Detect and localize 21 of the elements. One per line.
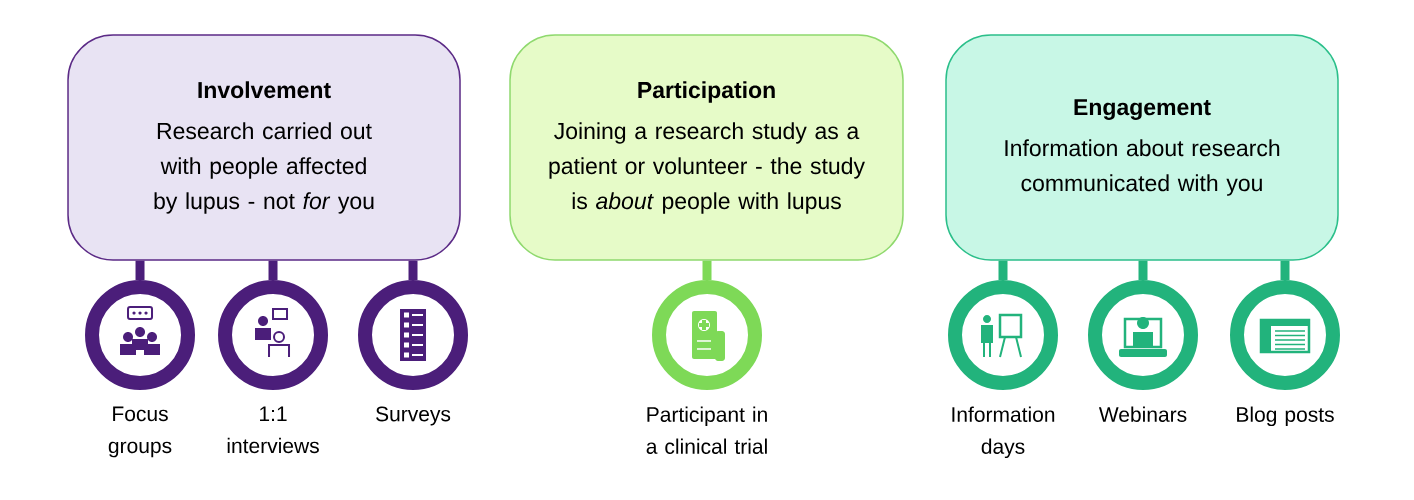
- rounded-box: Engagement Information about research communicated with you: [945, 34, 1339, 261]
- connector-line: [135, 260, 145, 280]
- connector-line: [998, 260, 1008, 280]
- icon-circle: [1088, 280, 1198, 390]
- icon-caption: Webinars: [1098, 406, 1187, 422]
- icon-caption: Blog posts: [1237, 406, 1334, 427]
- icon-circle: [218, 280, 328, 390]
- connector-line: [268, 260, 278, 280]
- connector-line: [408, 260, 418, 280]
- icon-caption: Information days: [952, 406, 1055, 459]
- icon-caption: 1:1 interviews: [227, 406, 319, 454]
- rounded-box: Involvement Research carried out with people affected by lupus - not for you: [67, 34, 461, 261]
- rounded-box: Participation Joining a research study as a patient or volunteer - the study is about people with lupus: [509, 34, 904, 261]
- icon-caption: Participant in a clinical trial: [646, 406, 767, 454]
- connector-line: [1138, 260, 1148, 280]
- connector-line: [702, 260, 712, 280]
- icon-circle: [1230, 280, 1340, 390]
- icon-caption: Focus groups: [108, 406, 172, 458]
- connector-line: [1280, 260, 1290, 280]
- icon-circle: [948, 280, 1058, 390]
- icon-caption: Surveys: [376, 406, 451, 426]
